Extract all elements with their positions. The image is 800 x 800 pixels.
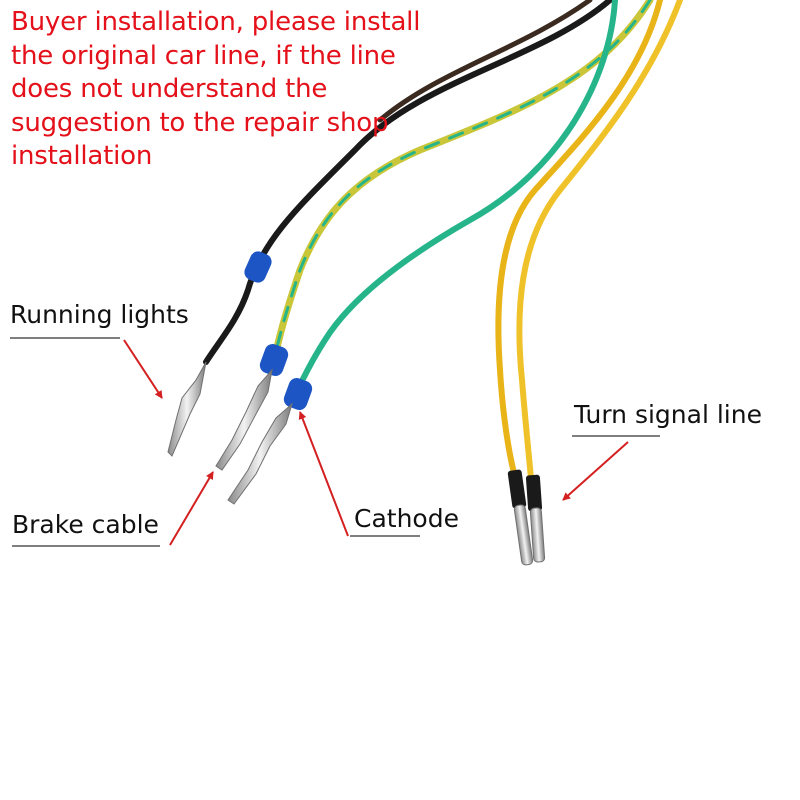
arrow-turn	[562, 441, 629, 501]
black-wire-2	[377, 0, 593, 123]
black-sleeve-2	[525, 474, 543, 512]
blue-seal-3	[283, 378, 313, 410]
pin-running	[167, 361, 207, 457]
green-wire	[297, 0, 618, 388]
label-running-lights: Running lights	[10, 300, 189, 329]
yellow-wire-2	[516, 0, 683, 493]
label-turn-signal-line: Turn signal line	[574, 400, 762, 429]
yellow-wire-1	[495, 0, 663, 483]
arrow-brake	[169, 471, 214, 546]
black-wire	[203, 0, 613, 365]
blue-seal-1	[244, 251, 272, 283]
label-brake-cable: Brake cable	[12, 510, 159, 539]
installation-notice: Buyer installation, please install the o…	[11, 7, 421, 171]
arrow-cathode	[298, 411, 349, 537]
pin-turn-1	[513, 504, 534, 566]
pin-brake	[215, 368, 273, 471]
arrow-running	[123, 339, 163, 399]
pin-turn-2	[529, 507, 546, 563]
black-sleeve-1	[507, 469, 527, 509]
blue-seal-2	[259, 344, 289, 376]
pin-cathode	[227, 402, 293, 505]
label-cathode: Cathode	[354, 504, 459, 533]
